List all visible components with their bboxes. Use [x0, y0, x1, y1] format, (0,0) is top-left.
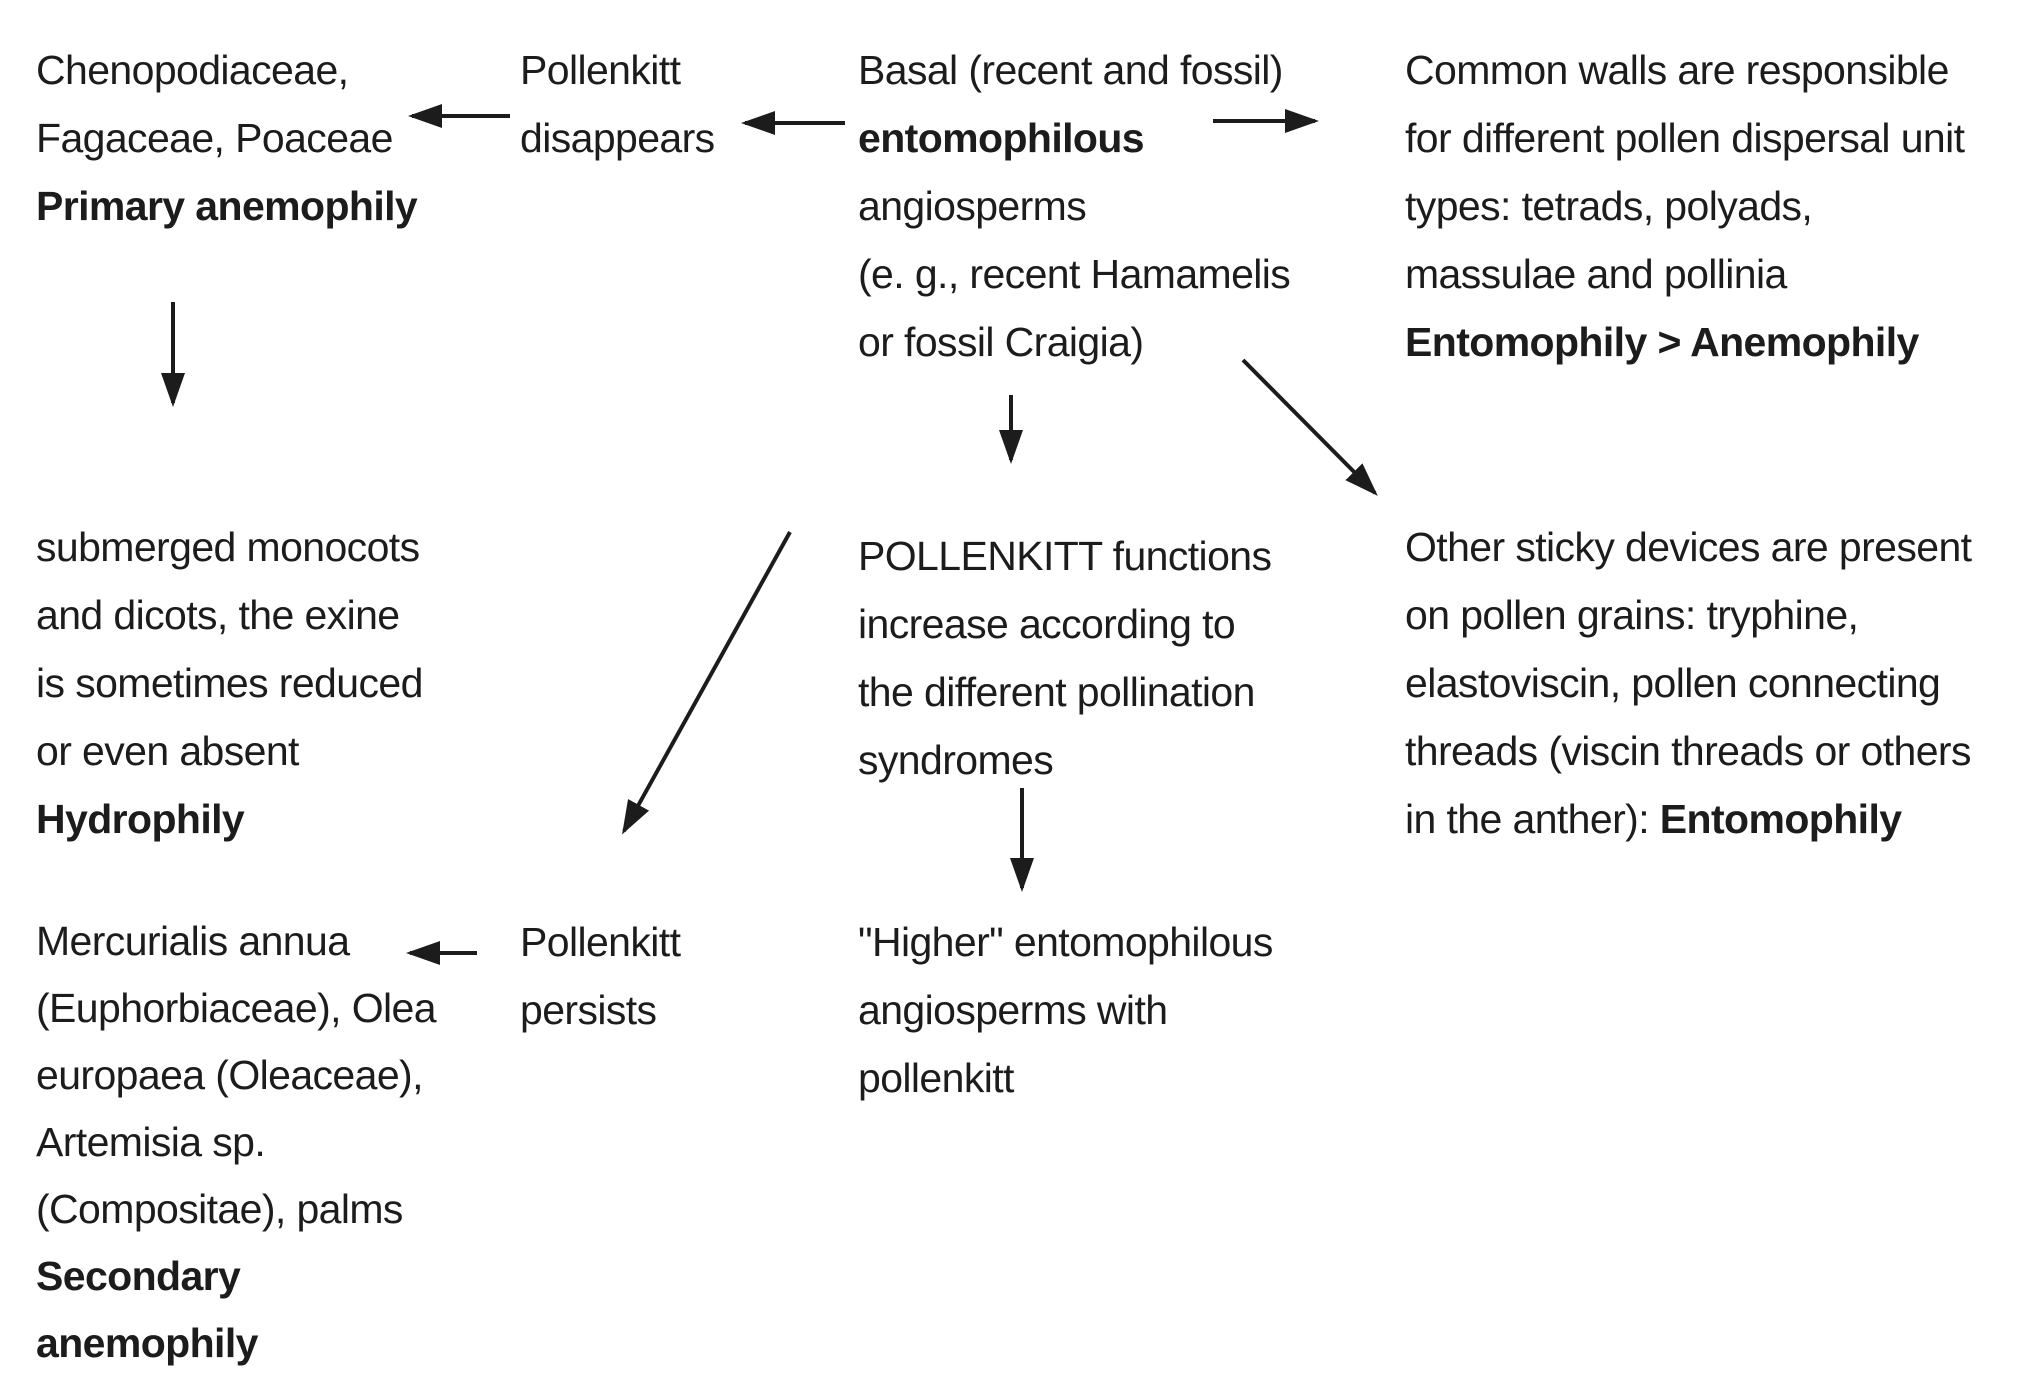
- text-line: Pollenkitt: [520, 919, 681, 965]
- text-line: or fossil Craigia): [858, 319, 1144, 365]
- text-line: Pollenkitt: [520, 47, 681, 93]
- text-line: Chenopodiaceae,: [36, 47, 349, 93]
- text-line: Mercurialis annua: [36, 918, 350, 964]
- text-line-bold: Primary anemophily: [36, 183, 418, 229]
- text-line: POLLENKITT functions: [858, 533, 1272, 579]
- text-line: (Compositae), palms: [36, 1186, 403, 1232]
- block-primary-anemophily: Chenopodiaceae, Fagaceae, Poaceae Primar…: [36, 36, 418, 240]
- text-line: Common walls are responsible: [1405, 47, 1949, 93]
- text-line: angiosperms: [858, 183, 1087, 229]
- text-line: (Euphorbiaceae), Olea: [36, 985, 437, 1031]
- text-line: is sometimes reduced: [36, 660, 423, 706]
- text-line: elastoviscin, pollen connecting: [1405, 660, 1941, 706]
- block-other-sticky-devices: Other sticky devices are present on poll…: [1405, 513, 1972, 853]
- block-higher-entomophilous: "Higher" entomophilous angiosperms with …: [858, 908, 1273, 1112]
- arrow-to-pollenkitt-persists: [622, 531, 792, 835]
- text-line: or even absent: [36, 728, 299, 774]
- text-line: angiosperms with: [858, 987, 1168, 1033]
- block-pollenkitt-persists: Pollenkitt persists: [520, 908, 681, 1044]
- text-line: Basal (recent and fossil): [858, 47, 1283, 93]
- text-line: threads (viscin threads or others: [1405, 728, 1971, 774]
- text-segment-bold: Entomophily: [1659, 796, 1902, 842]
- block-pollenkitt-functions: POLLENKITT functions increase according …: [858, 522, 1272, 794]
- text-segment: in the anther):: [1405, 796, 1660, 842]
- text-line: pollenkitt: [858, 1055, 1014, 1101]
- text-line-bold: Hydrophily: [36, 796, 245, 842]
- text-line: for different pollen dispersal unit: [1405, 115, 1965, 161]
- text-line: Artemisia sp.: [36, 1119, 266, 1165]
- text-line: "Higher" entomophilous: [858, 919, 1273, 965]
- text-line: on pollen grains: tryphine,: [1405, 592, 1859, 638]
- text-line: Fagaceae, Poaceae: [36, 115, 393, 161]
- text-line: disappears: [520, 115, 715, 161]
- text-line: (e. g., recent Hamamelis: [858, 251, 1291, 297]
- text-line: and dicots, the exine: [36, 592, 400, 638]
- block-hydrophily: submerged monocots and dicots, the exine…: [36, 513, 423, 853]
- block-secondary-anemophily: Mercurialis annua (Euphorbiaceae), Olea …: [36, 908, 437, 1377]
- text-line: Other sticky devices are present: [1405, 524, 1972, 570]
- text-line-bold: Entomophily > Anemophily: [1405, 319, 1919, 365]
- text-line: types: tetrads, polyads,: [1405, 183, 1813, 229]
- text-line: increase according to: [858, 601, 1236, 647]
- block-pollenkitt-disappears: Pollenkitt disappears: [520, 36, 715, 172]
- text-line: submerged monocots: [36, 524, 420, 570]
- text-line: massulae and pollinia: [1405, 251, 1787, 297]
- text-line-mixed: in the anther): Entomophily: [1405, 785, 1971, 853]
- arrow-basal-to-other-sticky: [1241, 358, 1378, 496]
- block-basal-entomophilous: Basal (recent and fossil) entomophilous …: [858, 36, 1291, 376]
- text-line-bold: anemophily: [36, 1320, 258, 1366]
- text-line: persists: [520, 987, 657, 1033]
- text-line: europaea (Oleaceae),: [36, 1052, 423, 1098]
- text-line-bold: entomophilous: [858, 115, 1145, 161]
- text-line: the different pollination: [858, 669, 1255, 715]
- block-common-walls: Common walls are responsible for differe…: [1405, 36, 1965, 376]
- text-line: syndromes: [858, 737, 1054, 783]
- text-line-bold: Secondary: [36, 1253, 241, 1299]
